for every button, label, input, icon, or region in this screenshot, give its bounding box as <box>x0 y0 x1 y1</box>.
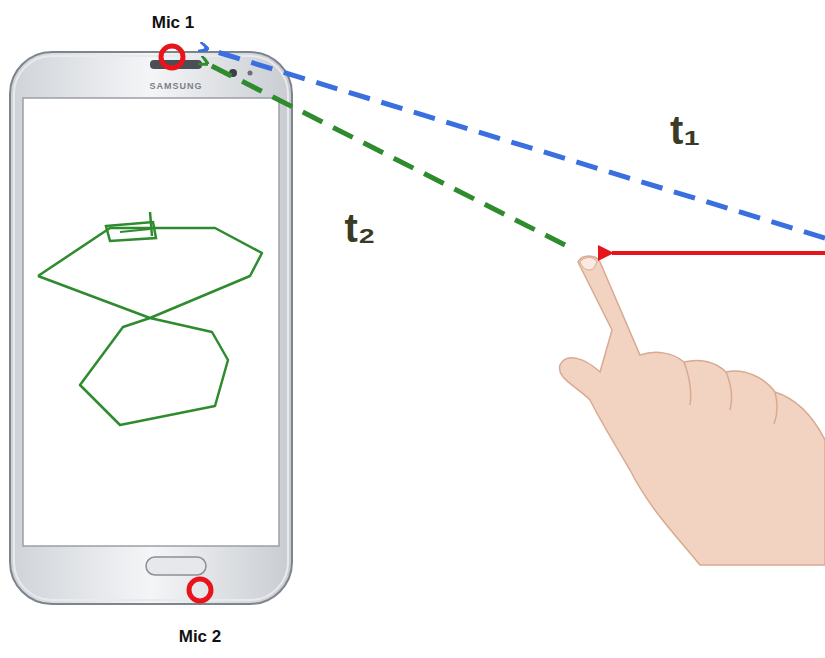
mic-label: Mic 2 <box>179 628 222 645</box>
scribble <box>38 228 262 425</box>
mic-label: Mic 1 <box>152 14 195 31</box>
scribble-box <box>106 222 156 241</box>
home-button <box>146 557 206 575</box>
time-label: t₂ <box>344 208 375 248</box>
fingernail <box>580 258 597 271</box>
phone-screen <box>23 98 279 546</box>
phone-body <box>10 52 292 604</box>
path-t1 <box>204 48 825 238</box>
hand <box>559 256 825 565</box>
mic-marker <box>189 579 211 601</box>
sensor <box>248 71 253 76</box>
scribble-stroke <box>120 229 150 232</box>
brand-text: SAMSUNG <box>149 82 202 91</box>
knuckle-lines <box>684 362 777 424</box>
path-t2 <box>204 62 565 245</box>
mic-marker <box>161 46 183 68</box>
time-label: t₁ <box>670 110 700 150</box>
sound-arrow <box>612 251 825 255</box>
scribble-stroke <box>150 212 152 236</box>
phone-rim <box>14 56 288 600</box>
